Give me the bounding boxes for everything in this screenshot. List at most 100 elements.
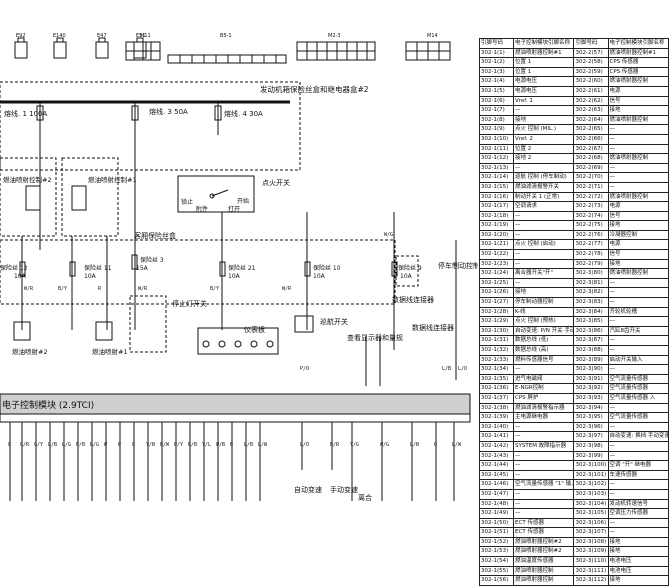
pin-table-cell: 空气流量传感器 [607, 383, 669, 394]
fuse-1-label: 熔线. 1 100A [4, 109, 47, 118]
pin-table-cell: 302-1(50) [478, 517, 515, 529]
pin-code: L/O [300, 442, 309, 448]
pin-table-cell: 接地 [513, 114, 575, 126]
pin-table-cell: 信号 [607, 249, 669, 260]
pin-table-cell: 接地 [607, 220, 669, 231]
pin-table-cell: 数据总线 (高) [513, 345, 575, 356]
pin-table-cell: 302-1(12) [478, 153, 515, 164]
pin-code: L/B [48, 442, 57, 448]
pin-table-row: 302-1(30)自动变速: P/N 开关 手动变速: 接地302-3(86)汽… [478, 325, 669, 337]
pin-table-cell: 停车制动器控制 [513, 297, 575, 308]
pin-table-cell: — [513, 498, 575, 510]
pin-table-cell: 302-1(34) [478, 364, 515, 375]
pin-table-cell: 信号 [607, 210, 669, 222]
pin-table-cell: 空调压力传感器 [607, 508, 669, 519]
pin-table-cell: — [607, 440, 669, 452]
pin-code: R/B [188, 442, 197, 448]
pin-table-cell: 302-1(1) [478, 47, 515, 59]
pin-table-cell: 302-3(87) [573, 335, 609, 346]
connector-label-b5-1: B5-1 [220, 33, 232, 39]
wire-code: P/O [300, 366, 309, 372]
pin-table-cell: 302-1(10) [478, 133, 515, 145]
pin-table-cell: 发动机转速信号 [607, 498, 669, 510]
pin-table-cell: 电源 [607, 85, 669, 97]
pin-table-cell: 302-3(94) [573, 402, 609, 414]
pin-table-cell: 302-1(19) [478, 220, 515, 231]
pin-table-row: 302-1(16)制动开关 1 (正常)302-2(72)燃油喷射器控制 [478, 191, 669, 203]
pin-table-cell: 302-3(92) [573, 383, 609, 394]
pin-table-cell: — [607, 133, 669, 145]
pin-table-cell: 302-1(22) [478, 249, 515, 260]
instrument-panel-box [197, 327, 279, 355]
connector-row: E92 E140 E47 E51 M11 B5-1 M2-3 M14 [14, 33, 451, 64]
pin-table-cell: 302-3(84) [573, 306, 609, 318]
connector-label-m2-3: M2-3 [328, 33, 340, 39]
pin-table-row: 302-1(7)—302-2(63)接地 [478, 105, 669, 116]
pin-table-cell: 302-1(29) [478, 316, 515, 327]
pin-table-cell: 302-2(78) [573, 249, 609, 260]
data-link-connector-label-2: 数据线连接器 [412, 323, 454, 332]
pin-table-cell: 302-1(47) [478, 488, 515, 500]
pin-table-cell: 302-1(39) [478, 412, 515, 423]
pin-table-cell: — [513, 450, 575, 462]
pin-table-cell: 302-1(23) [478, 258, 515, 270]
pin-table-cell: 302-1(8) [478, 114, 515, 126]
injector-2-label: 燃油喷射#2 [12, 347, 48, 356]
pin-table-cell: 302-2(68) [573, 153, 609, 164]
pin-table-row: 302-1(20)—302-2(76)冷凝器控制 [478, 229, 669, 241]
pin-table-cell: 自动变速: 换挡 手动变速: 开 [607, 431, 669, 442]
pin-table-cell: — [607, 143, 669, 155]
pin-table-cell: — [513, 220, 575, 231]
connector-label-e47: E47 [97, 33, 107, 39]
pin-table-cell: — [607, 124, 669, 135]
pin-table-cell: 燃油喷射器控制#1 [607, 47, 669, 59]
pin-table-cell: 302-1(35) [478, 373, 515, 385]
pin-table-cell: 冷凝器控制 [607, 229, 669, 241]
pin-table-row: 302-1(44)—302-3(100)空调 "开" 继电器 [478, 460, 669, 471]
pin-table-header-row: 引脚号码 电子控制模块引脚名称 引脚号码 电子控制模块引脚名称 [478, 38, 669, 49]
pin-table-cell: 302-2(73) [573, 201, 609, 212]
pin-table-cell: 齐轮机轮槽 [607, 306, 669, 318]
pin-table-cell: 电源 [607, 201, 669, 212]
pin-table-cell: 302-3(83) [573, 297, 609, 308]
pin-table-cell: 启动开关输入 [607, 354, 669, 366]
pin-table-cell: 燃油喷射器控制#1 [513, 47, 575, 59]
pin-table-cell: 位置 2 [513, 143, 575, 155]
pin-table-cell: 位置 1 [513, 57, 575, 68]
pin-table-cell: 302-3(105) [573, 508, 609, 519]
pin-table-cell: — [607, 421, 669, 433]
wire-code: L/B [442, 366, 451, 372]
pin-table-cell: 302-1(31) [478, 335, 515, 346]
pin-table-cell: — [513, 229, 575, 241]
pin-table-row: 302-1(22)—302-2(78)信号 [478, 249, 669, 260]
pin-table-cell: 302-1(6) [478, 95, 515, 107]
pin-table-cell: 燃油喷射器控制 [607, 268, 669, 279]
pin-table-cell: 302-1(32) [478, 345, 515, 356]
pin-table-cell: — [607, 316, 669, 327]
pin-table-cell: 302-3(107) [573, 527, 609, 538]
pin-table-cell: 302-3(97) [573, 431, 609, 442]
injector-1-label: 燃油喷射#1 [92, 347, 128, 356]
pin-table-row: 302-1(32)数据总线 (高)302-3(88)— [478, 345, 669, 356]
pin-table-cell: 302-1(48) [478, 498, 515, 510]
check-display-label: 查看显示器和量规 [347, 333, 403, 342]
cruise-switch-label: 巡航开关 [320, 317, 348, 326]
wire-code: B/Y [58, 286, 67, 292]
pin-table-cell: 302-3(106) [573, 517, 609, 529]
ignition-switch-box [177, 175, 255, 213]
pin-table-cell: 空调请求 [513, 201, 575, 212]
pin-table-cell: — [513, 249, 575, 260]
pin-code: L/B [410, 442, 419, 448]
pin-table-cell: 302-2(60) [573, 76, 609, 87]
pin-table-cell: 302-1(27) [478, 297, 515, 308]
pin-table-cell: 车速传感器 [607, 469, 669, 481]
pin-table-cell: — [607, 517, 669, 529]
